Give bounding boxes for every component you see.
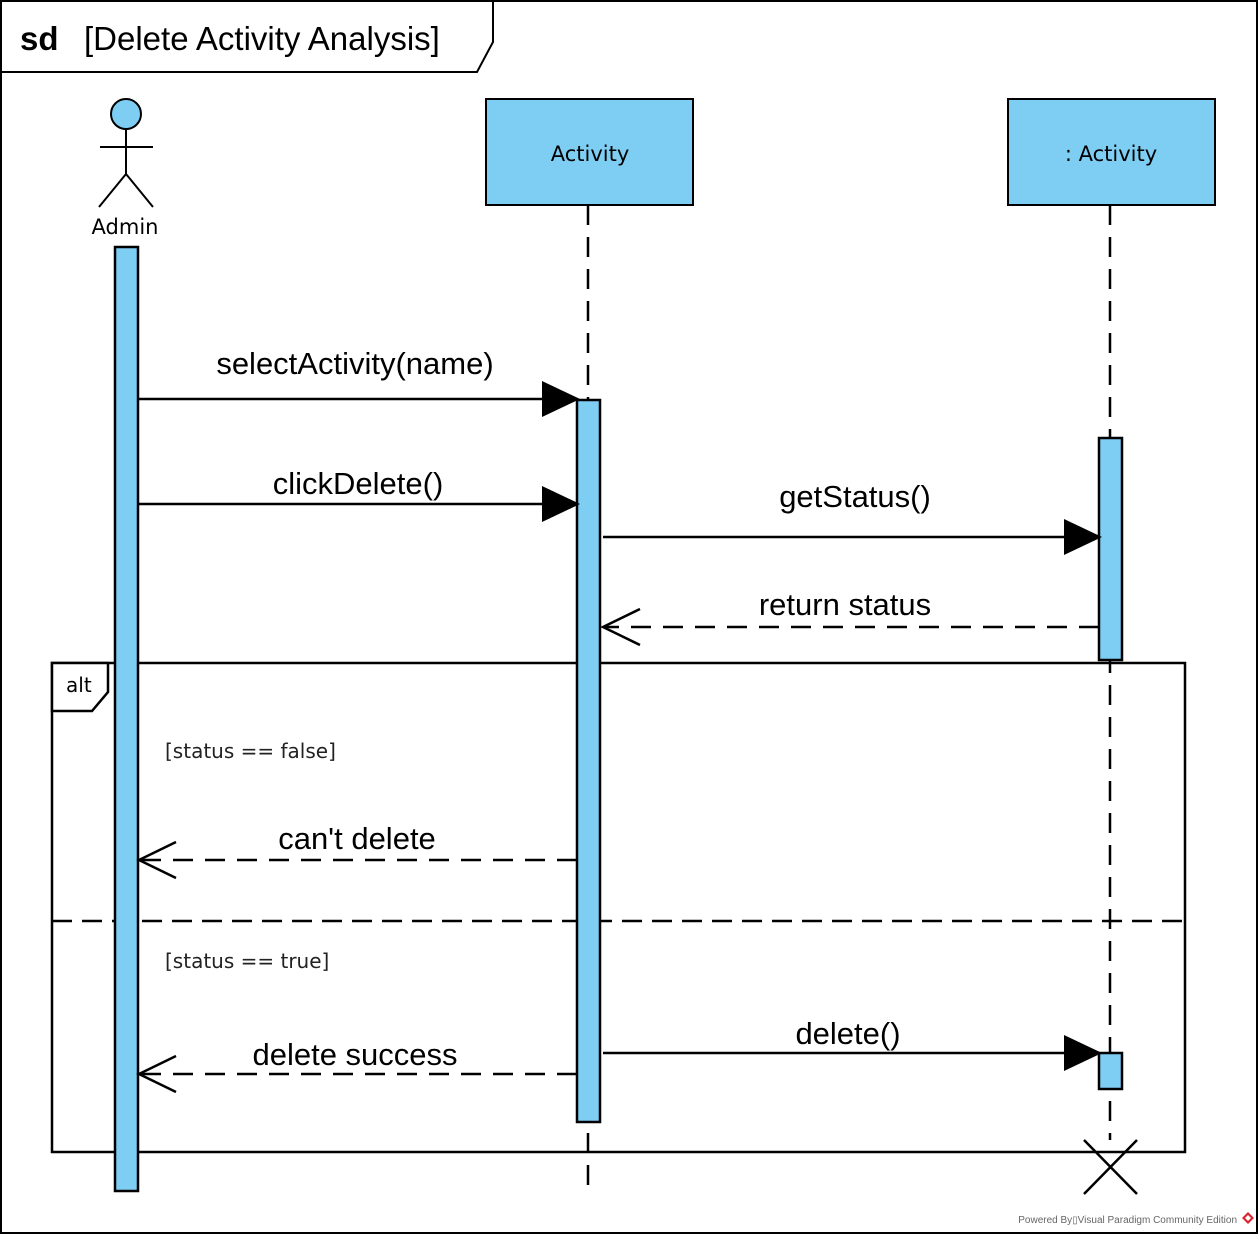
message-cant-delete[interactable]: can't delete bbox=[136, 821, 577, 880]
frame-keyword: sd bbox=[20, 20, 59, 57]
message-label: getStatus() bbox=[779, 479, 931, 514]
message-label: selectActivity(name) bbox=[216, 346, 493, 381]
arrowhead-open-icon bbox=[600, 607, 641, 647]
alt-operator-tab bbox=[50, 661, 110, 713]
message-select-activity[interactable]: selectActivity(name) bbox=[139, 346, 580, 417]
message-label: delete() bbox=[795, 1016, 900, 1051]
lifeline-activity-instance[interactable]: : Activity bbox=[1007, 98, 1216, 206]
frame-title: [Delete Activity Analysis] bbox=[84, 20, 440, 57]
actor-name: Admin bbox=[92, 215, 159, 239]
arrowhead-filled-icon bbox=[542, 381, 580, 417]
arrowhead-open-icon bbox=[136, 840, 177, 880]
arrowhead-open-icon bbox=[136, 1054, 177, 1094]
activation-admin bbox=[113, 245, 140, 1193]
guard-status-false: [status == false] bbox=[165, 739, 336, 763]
message-delete-success[interactable]: delete success bbox=[136, 1037, 577, 1094]
activation-activity-instance-delete bbox=[1097, 1051, 1124, 1091]
arrowhead-filled-icon bbox=[542, 486, 580, 522]
message-delete[interactable]: delete() bbox=[603, 1016, 1102, 1071]
message-return-status[interactable]: return status bbox=[600, 587, 1099, 647]
message-click-delete[interactable]: clickDelete() bbox=[139, 466, 580, 522]
activation-activity bbox=[575, 398, 602, 1124]
message-label: can't delete bbox=[278, 821, 436, 856]
footer-powered-by: Powered By▯Visual Paradigm Community Edi… bbox=[1018, 1215, 1237, 1226]
message-label: delete success bbox=[252, 1037, 457, 1072]
arrowhead-filled-icon bbox=[1064, 519, 1102, 555]
actor-head-icon bbox=[110, 98, 142, 130]
guard-status-true: [status == true] bbox=[165, 949, 329, 973]
actor-admin[interactable]: Admin bbox=[92, 98, 159, 239]
alt-operator-label: alt bbox=[66, 673, 92, 697]
lifeline-activity-instance-label: : Activity bbox=[1065, 142, 1157, 166]
message-label: clickDelete() bbox=[273, 466, 444, 501]
lifeline-activity-label: Activity bbox=[551, 142, 630, 166]
message-label: return status bbox=[759, 587, 931, 622]
lifeline-activity[interactable]: Activity bbox=[485, 98, 694, 206]
message-get-status[interactable]: getStatus() bbox=[603, 479, 1102, 555]
alt-fragment[interactable]: alt [status == false] [status == true] bbox=[50, 661, 1187, 1154]
visual-paradigm-logo-icon bbox=[1242, 1212, 1254, 1224]
activation-activity-instance-getstatus bbox=[1097, 436, 1124, 662]
destroy-x-icon bbox=[1083, 1139, 1138, 1195]
arrowhead-filled-icon bbox=[1064, 1035, 1102, 1071]
frame-title-tab bbox=[0, 0, 494, 73]
